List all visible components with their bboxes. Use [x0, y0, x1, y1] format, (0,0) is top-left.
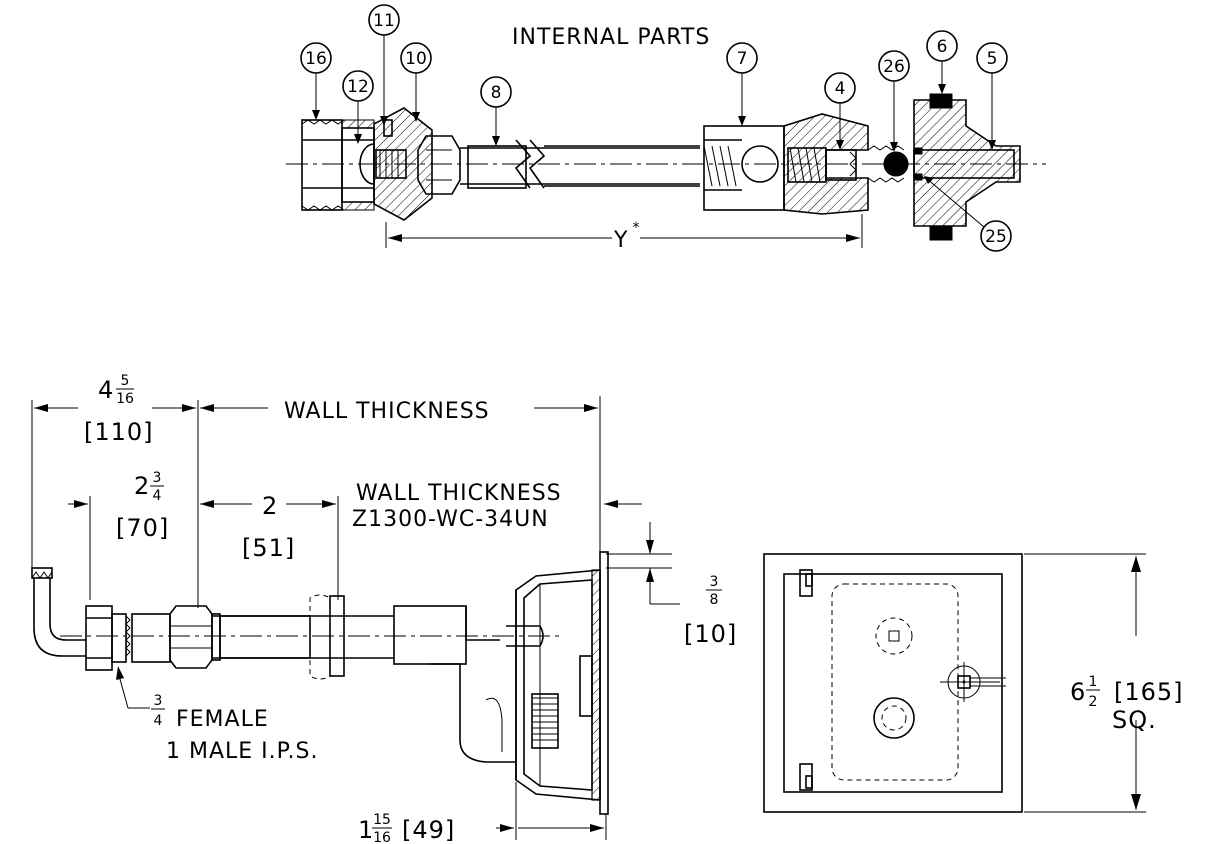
connection-leader: 3 4 FEMALE 1 MALE I.P.S.	[116, 666, 318, 764]
svg-text:[110]: [110]	[84, 418, 154, 446]
internal-parts-title: INTERNAL PARTS	[512, 25, 710, 50]
dimension-2: 2 [51]	[200, 492, 339, 600]
coupling-nut	[85, 605, 131, 671]
svg-text:2: 2	[262, 492, 278, 520]
svg-text:2: 2	[134, 472, 150, 500]
svg-text:12: 12	[347, 77, 369, 97]
y-dimension-star: *	[633, 220, 640, 236]
callout-4: 4	[824, 72, 856, 150]
dimension-4-5-16: 4 5 16 [110]	[31, 373, 199, 608]
hinge-top	[799, 569, 813, 597]
svg-text:5: 5	[987, 49, 998, 69]
valve-body	[783, 113, 905, 215]
svg-text:4: 4	[835, 79, 846, 99]
svg-text:6: 6	[937, 37, 948, 57]
callout-7: 7	[726, 42, 758, 126]
svg-text:1: 1	[1089, 674, 1098, 690]
dimension-wall-thickness: WALL THICKNESS	[200, 396, 601, 560]
svg-text:4: 4	[98, 376, 114, 404]
wall-thickness-label: WALL THICKNESS	[284, 399, 490, 424]
part-6-gasket-bottom	[929, 225, 953, 241]
front-port-top	[875, 617, 913, 655]
stem-tube	[211, 594, 467, 680]
box-housing	[515, 551, 609, 815]
y-dimension-label: Y	[613, 228, 628, 253]
callout-16: 16	[300, 42, 332, 120]
front-view: 6 1 2 [165] SQ.	[763, 553, 1184, 813]
svg-text:[10]: [10]	[684, 620, 737, 648]
valve-body-side	[430, 606, 559, 763]
callout-10: 10	[400, 42, 432, 122]
front-plate	[763, 553, 1023, 813]
svg-text:[49]: [49]	[402, 816, 455, 844]
wall-thickness-2-label: WALL THICKNESS	[356, 481, 562, 506]
dimension-2-3-4: 2 3 4 [70]	[68, 470, 222, 600]
hex-body	[131, 605, 213, 669]
svg-text:[70]: [70]	[116, 514, 169, 542]
part-5-nozzle	[913, 93, 1021, 241]
part-10-body	[373, 107, 433, 221]
svg-text:1: 1	[358, 816, 374, 844]
callouts: 16 12 11 10	[300, 4, 1012, 252]
svg-text:10: 10	[405, 49, 427, 69]
svg-text:[51]: [51]	[242, 534, 295, 562]
front-inner-outline	[831, 583, 959, 781]
dimension-1-15-16: 1 15 16 [49]	[358, 782, 607, 844]
connection-female: FEMALE	[176, 707, 269, 732]
part-16-nut	[301, 119, 375, 211]
internal-parts-view: INTERNAL PARTS	[286, 4, 1046, 253]
callout-11: 11	[368, 4, 400, 126]
front-port-bottom	[873, 697, 915, 739]
svg-text:8: 8	[491, 83, 502, 103]
svg-text:3: 3	[710, 574, 719, 590]
svg-text:15: 15	[373, 812, 391, 828]
hose-elbow	[31, 567, 86, 657]
connection-male: 1 MALE I.P.S.	[166, 739, 318, 764]
lock-icon	[940, 662, 1006, 702]
svg-text:25: 25	[985, 227, 1007, 247]
front-door	[783, 573, 1003, 793]
svg-text:6: 6	[1070, 678, 1086, 706]
part-7-coupling	[703, 125, 785, 211]
callout-8: 8	[480, 76, 512, 146]
part-8-stem	[460, 139, 700, 189]
hinge-bottom	[799, 763, 813, 791]
callout-5: 5	[976, 42, 1008, 150]
callout-12: 12	[342, 70, 374, 144]
part-6-gasket-top	[929, 93, 953, 109]
svg-text:[165]: [165]	[1114, 678, 1184, 706]
svg-text:3: 3	[153, 470, 162, 486]
side-view: 4 5 16 [110] WALL THICKNESS 2 3 4 [7	[31, 373, 737, 844]
svg-text:2: 2	[1089, 694, 1098, 710]
svg-text:4: 4	[153, 488, 162, 504]
svg-text:3: 3	[154, 693, 163, 709]
svg-text:16: 16	[116, 391, 134, 407]
svg-text:SQ.: SQ.	[1112, 706, 1157, 734]
hex-fitting	[417, 135, 461, 195]
y-dimension: Y *	[385, 214, 863, 253]
callout-25: 25	[924, 176, 1012, 252]
callout-26: 26	[878, 50, 910, 152]
svg-text:11: 11	[373, 11, 395, 31]
svg-text:8: 8	[710, 592, 719, 608]
model-number: Z1300-WC-34UN	[352, 507, 549, 532]
svg-text:7: 7	[737, 49, 748, 69]
svg-text:4: 4	[154, 713, 163, 729]
callout-6: 6	[926, 30, 958, 94]
dimension-wall-thickness-model: WALL THICKNESS Z1300-WC-34UN	[352, 481, 642, 532]
dimension-3-8: 3 8 [10]	[606, 522, 737, 648]
part-26-ball	[883, 151, 909, 177]
svg-text:16: 16	[373, 830, 391, 844]
svg-text:5: 5	[121, 373, 130, 389]
dimension-6-1-2: 6 1 2 [165] SQ.	[1024, 553, 1184, 813]
svg-text:16: 16	[305, 49, 327, 69]
svg-text:26: 26	[883, 57, 905, 77]
